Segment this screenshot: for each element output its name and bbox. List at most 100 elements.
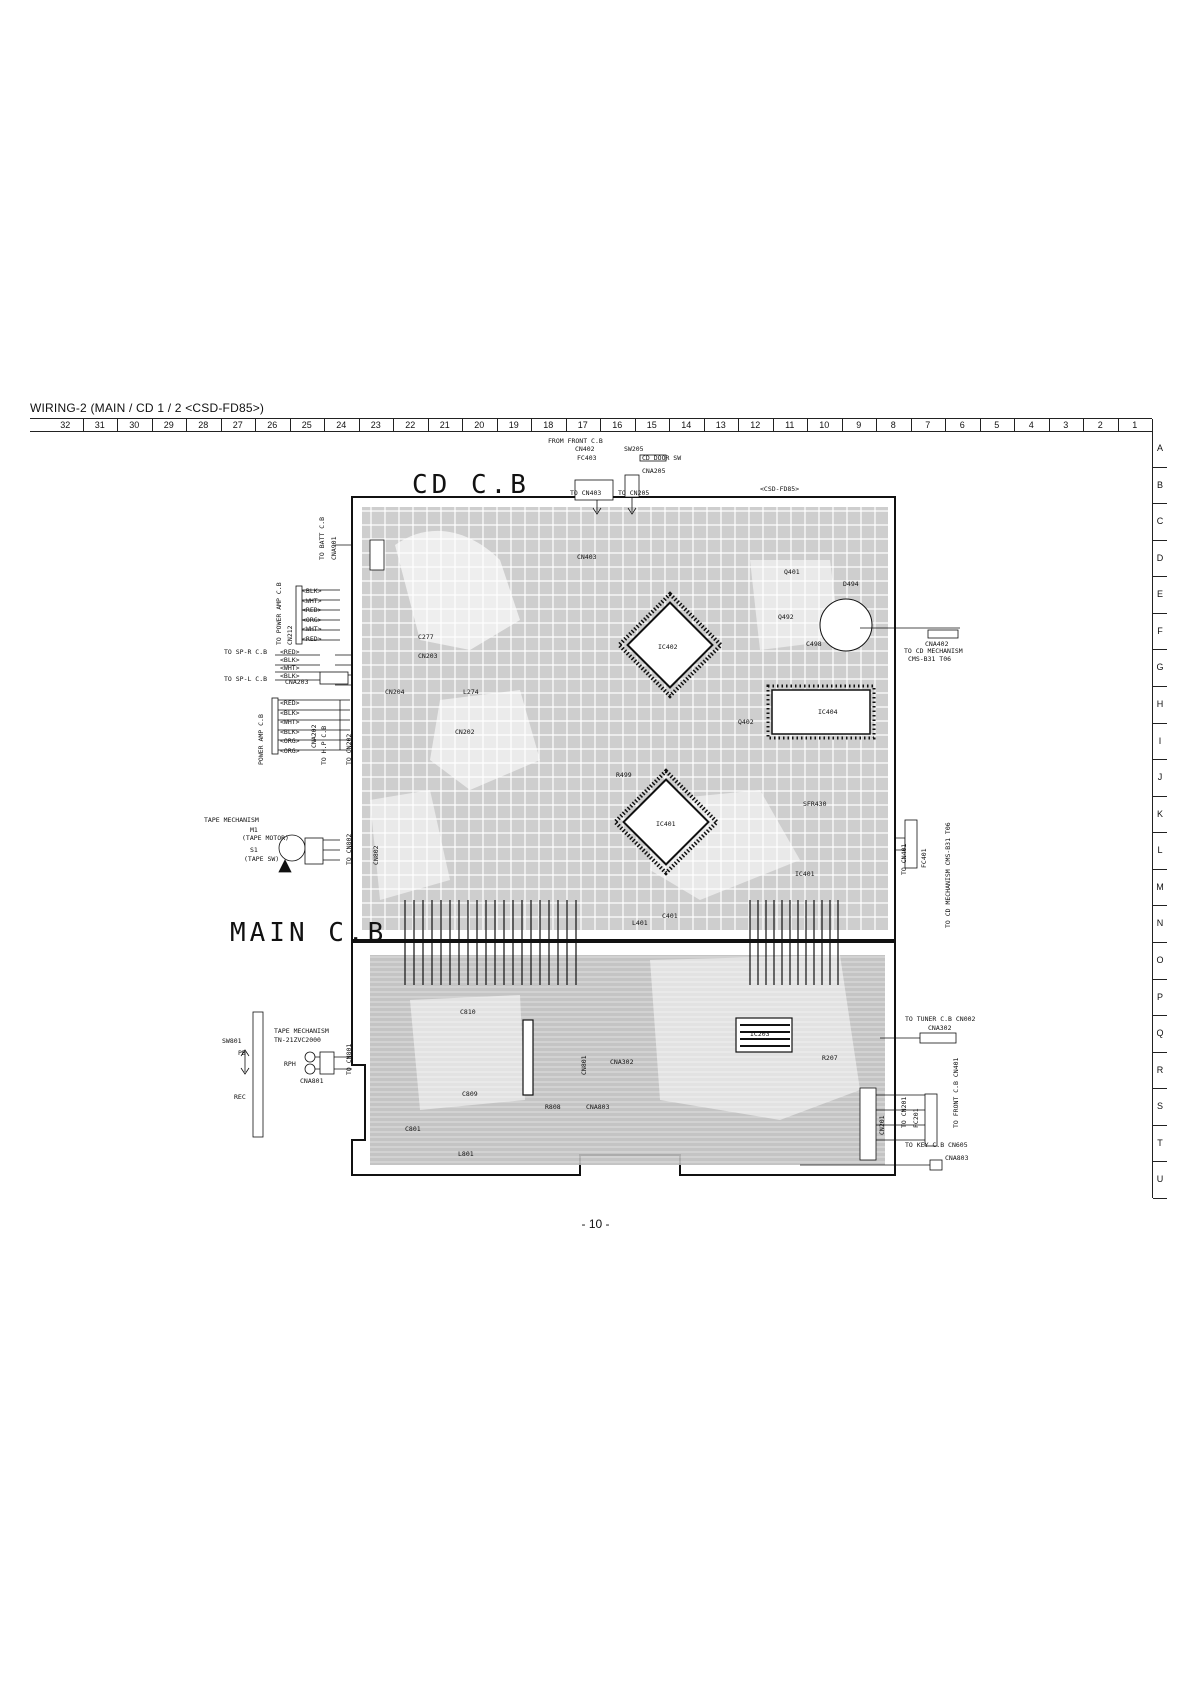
cna202-label: CNA202: [310, 724, 318, 748]
cna203-label: CNA203: [285, 678, 309, 686]
spr-wire-color: <BLK>: [280, 656, 300, 664]
tape-motor-label: (TAPE MOTOR): [242, 834, 289, 842]
row-label: O: [1153, 942, 1167, 980]
model-tag: <CSD-FD85>: [760, 485, 800, 493]
rec-label: REC: [234, 1093, 246, 1101]
column-label: 2: [1083, 419, 1119, 431]
cna302-label: CNA302: [928, 1024, 952, 1032]
ic404-label: IC404: [818, 708, 838, 716]
row-label: F: [1153, 613, 1167, 651]
to-cn802-label: TO CN802: [345, 833, 353, 865]
ic203-label: IC203: [750, 1030, 770, 1038]
fc401-label: FC401: [920, 848, 928, 868]
ic404-chip: [771, 689, 871, 735]
l801-label: L801: [458, 1150, 474, 1158]
column-label: 19: [497, 419, 532, 431]
c801-label: C801: [405, 1125, 421, 1133]
q401-label: Q401: [784, 568, 800, 576]
row-label: B: [1153, 467, 1167, 505]
q402-label: Q402: [738, 718, 754, 726]
to-power-amp-label: TO POWER AMP C.B: [275, 582, 283, 645]
cn212-wire-color: <RED>: [302, 606, 322, 615]
column-label: 8: [876, 419, 912, 431]
column-label: 24: [324, 419, 360, 431]
board-interconnect: [404, 900, 839, 985]
main-board-title: MAIN C.B: [230, 918, 388, 948]
to-cn401-label: TO CN401: [900, 843, 908, 875]
to-cn403-label: TO CN403: [570, 489, 602, 497]
from-front-label: FROM FRONT C.B: [548, 437, 603, 445]
c277-label: C277: [418, 633, 434, 641]
column-label: 27: [221, 419, 256, 431]
c498-label: C498: [806, 640, 822, 648]
c809-label: C809: [462, 1090, 478, 1098]
ic401-chip: [612, 768, 720, 876]
cna801-label: CNA801: [300, 1077, 324, 1085]
row-label: D: [1153, 540, 1167, 578]
cn801-label: CN801: [580, 1055, 588, 1075]
cn204-label: CN204: [385, 688, 405, 696]
r207-label: R207: [822, 1054, 838, 1062]
row-label: S: [1153, 1088, 1167, 1126]
row-label: L: [1153, 832, 1167, 870]
to-cd-mech2-label: TO CD MECHANISM CMS-B31 T06: [944, 822, 952, 928]
column-label: 7: [911, 419, 946, 431]
cna302-board-label: CNA302: [610, 1058, 634, 1066]
column-label: 21: [428, 419, 463, 431]
c810-label: C810: [460, 1008, 476, 1016]
q492-label: Q492: [778, 613, 794, 621]
cna202-wire-color: <BLK>: [280, 708, 300, 717]
cn212-wire-color: <RED>: [302, 635, 322, 643]
cn402-label: CN402: [575, 445, 595, 453]
tape-sw-label: (TAPE SW): [244, 855, 280, 863]
ic401-secondary-label: IC401: [795, 870, 815, 878]
cna202-wire-color: <WHT>: [280, 718, 300, 727]
row-label: I: [1153, 723, 1167, 761]
column-label: 13: [704, 419, 739, 431]
cn212-wire-color: <WHT>: [302, 596, 322, 605]
column-label: 6: [945, 419, 981, 431]
cms-label: CMS-B31 T06: [908, 655, 952, 663]
cn802-label: CN802: [372, 845, 380, 865]
spl-wire-color: <BLK>: [280, 672, 300, 680]
to-cd-mech-label: TO CD MECHANISM: [904, 647, 963, 655]
column-label: 16: [600, 419, 636, 431]
column-label: 28: [186, 419, 222, 431]
to-spl-label: TO SP-L C.B: [224, 675, 268, 683]
column-label: 4: [1014, 419, 1050, 431]
column-label: 20: [462, 419, 498, 431]
row-label: H: [1153, 686, 1167, 724]
row-label: R: [1153, 1052, 1167, 1090]
spl-wire-color: <WHT>: [280, 664, 300, 672]
row-label: A: [1153, 430, 1167, 468]
column-label: 18: [531, 419, 567, 431]
to-tuner-label: TO TUNER C.B CN002: [905, 1015, 976, 1023]
ic401-label: IC401: [656, 820, 676, 828]
row-label: P: [1153, 979, 1167, 1017]
tape-mech-label: TAPE MECHANISM: [204, 816, 259, 824]
column-label: 23: [359, 419, 394, 431]
to-hp-label: TO H.P C.B: [320, 725, 328, 765]
column-label: 3: [1049, 419, 1084, 431]
column-label: 25: [290, 419, 325, 431]
cna202-wire-color: <BLK>: [280, 727, 300, 736]
sw801-label: SW801: [222, 1037, 242, 1045]
cn202-label: CN202: [455, 728, 475, 736]
row-label: T: [1153, 1125, 1167, 1163]
power-amp-label: POWER AMP C.B: [257, 714, 265, 765]
c401-label: C401: [662, 912, 678, 920]
pb-label: PB: [238, 1049, 246, 1057]
ic402-chip: [616, 591, 724, 699]
to-front-label: TO FRONT C.B CN401: [952, 1057, 960, 1128]
to-spr-label: TO SP-R C.B: [224, 648, 268, 656]
sfr430-label: SFR430: [803, 800, 827, 808]
tape-mech2-label: TAPE MECHANISM: [274, 1027, 329, 1035]
column-label: 12: [738, 419, 774, 431]
column-label: 31: [83, 419, 118, 431]
column-label: 26: [255, 419, 291, 431]
to-batt-label: TO BATT C.B: [318, 516, 326, 560]
cn201-label: CN201: [878, 1115, 886, 1135]
row-label: E: [1153, 576, 1167, 614]
